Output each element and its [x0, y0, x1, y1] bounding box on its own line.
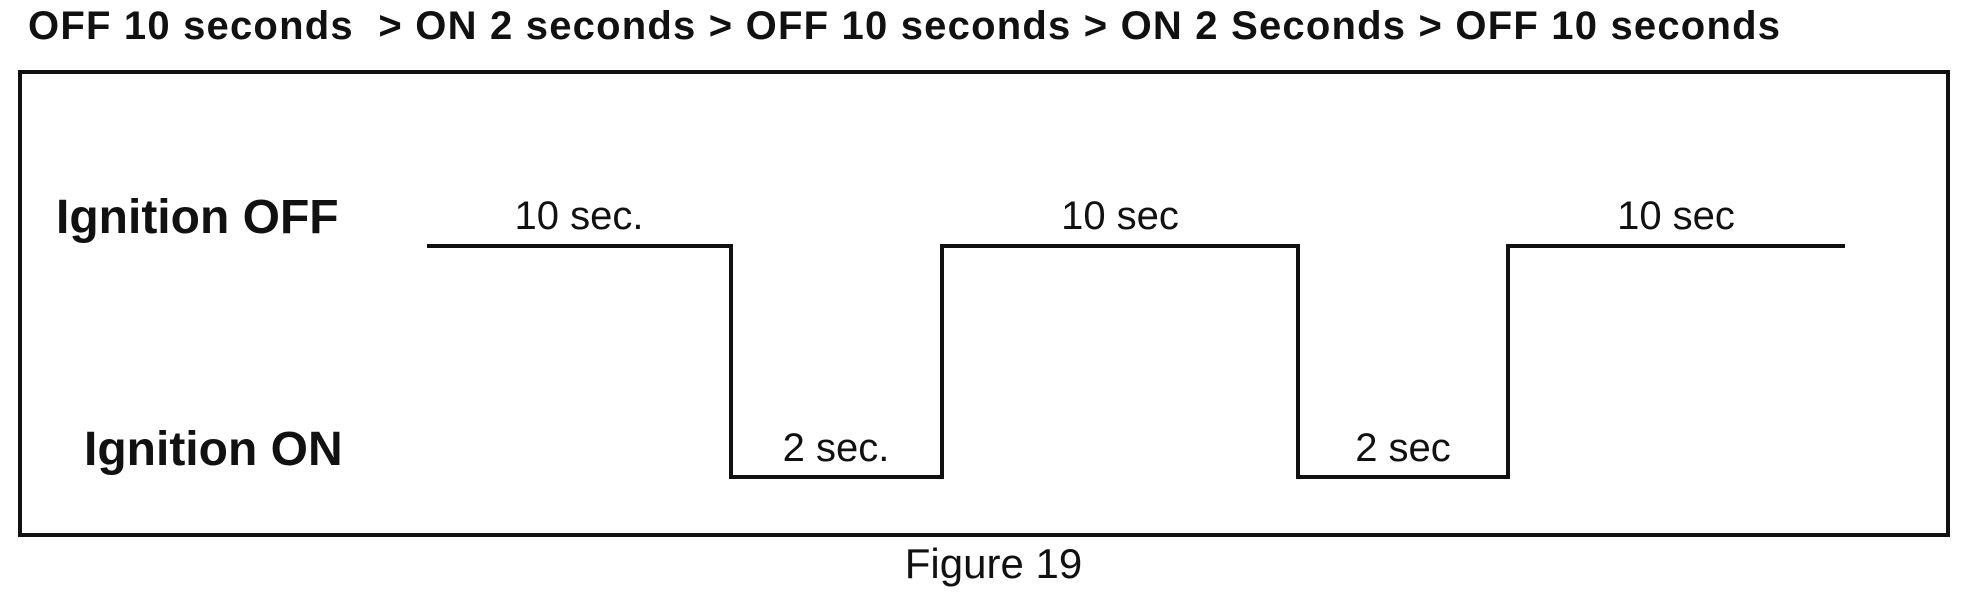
diagram-border-box	[18, 70, 1950, 537]
sequence-title: OFF 10 seconds > ON 2 seconds > OFF 10 s…	[28, 4, 1782, 48]
label-ignition-on: Ignition ON	[84, 423, 343, 476]
segment-duration-label: 10 sec	[1617, 194, 1735, 238]
label-ignition-off: Ignition OFF	[56, 191, 339, 244]
figure-caption: Figure 19	[904, 540, 1083, 587]
segment-duration-label: 2 sec.	[782, 426, 890, 470]
segment-duration-label: 10 sec.	[514, 194, 644, 238]
segment-duration-label: 10 sec	[1061, 194, 1179, 238]
segment-duration-label: 2 sec	[1355, 426, 1451, 470]
waveform-path	[427, 244, 1845, 479]
